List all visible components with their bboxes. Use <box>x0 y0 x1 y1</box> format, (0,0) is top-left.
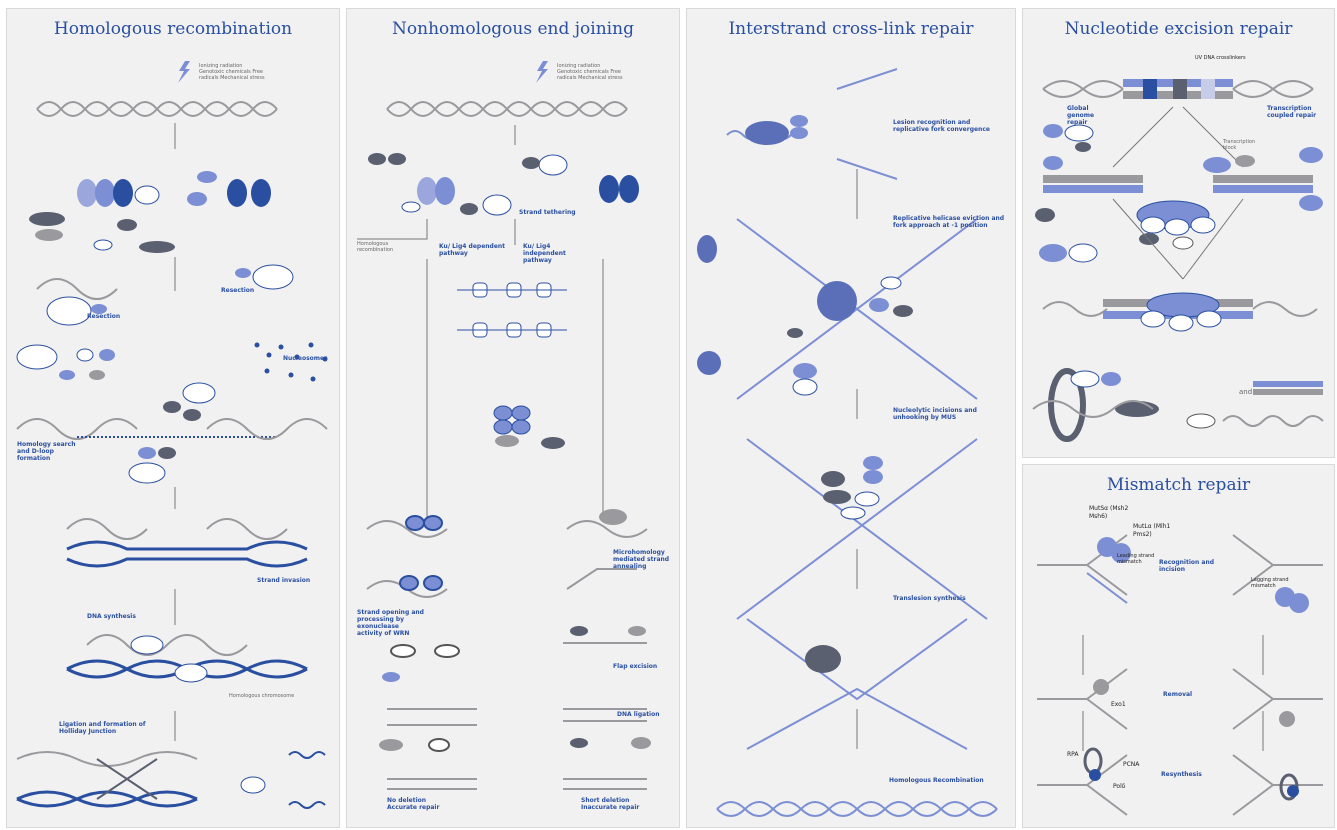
ku-dependent-label: Ku/ Lig4 dependent pathway <box>439 243 506 257</box>
tethering-proteins <box>368 153 639 216</box>
dloop-label: Homology search and D-loop formation <box>17 441 76 462</box>
strand-tethering-label: Strand tethering <box>519 209 576 216</box>
hr-diagram <box>16 61 328 809</box>
dna-top <box>1042 80 1314 98</box>
resection-label-2: Resection <box>221 287 255 294</box>
left-branch <box>366 515 477 790</box>
damage-label: Ionizing radiation Genotoxic chemicals F… <box>199 63 265 81</box>
ggr-label: Global genome repair <box>1067 105 1095 126</box>
fanconi-core-complex <box>817 281 857 321</box>
recognition-label: Recognition and incision <box>1159 559 1215 573</box>
removal-label: Removal <box>1163 691 1193 698</box>
panel-title: Homologous recombination <box>53 19 293 39</box>
dna-helix <box>36 101 278 117</box>
lightning-icon <box>178 61 190 83</box>
uv-label: UV DNA crosslinkers <box>1195 55 1246 61</box>
nucleosome-group <box>29 171 271 253</box>
homologous-recombination-label: Homologous recombination <box>357 241 394 253</box>
x-dna-1 <box>736 218 978 400</box>
tcr-proteins <box>1203 147 1323 211</box>
translesion-polymerase <box>805 645 841 673</box>
holliday-label: Ligation and formation of Holliday Junct… <box>59 721 146 735</box>
nucleosomes-label: Nucleosomes <box>283 355 328 362</box>
fork-right-1 <box>1232 534 1323 596</box>
microhomology-label: Microhomology mediated strand annealing <box>613 549 670 570</box>
strand-opening-label: Strand opening and processing by exonucl… <box>357 609 424 637</box>
lesion-label: Lesion recognition and replicative fork … <box>893 119 990 133</box>
ggr-proteins <box>1035 124 1143 263</box>
panel-title: Mismatch repair <box>1106 475 1251 495</box>
nuclease-label: Nucleolytic incisions and unhooking by M… <box>893 407 977 421</box>
mutla-label: MutLα (Mlh1 Pms2) <box>1133 523 1171 538</box>
icl-diagram <box>697 68 998 817</box>
fork-right-2 <box>1232 668 1323 730</box>
fork-left-2 <box>1037 668 1128 730</box>
tfiih-complex <box>1136 200 1216 250</box>
helicase-label: Replicative helicase eviction and fork a… <box>893 215 1005 229</box>
block-label: Transcription block <box>1223 139 1256 151</box>
damage-label: Ionizing radiation Genotoxic chemicals F… <box>557 63 623 81</box>
leading-label: Leading strand mismatch <box>1117 553 1155 565</box>
panel-ner: Nucleotide excision repair <box>1022 8 1335 458</box>
ku-complex <box>493 405 565 449</box>
panel-title: Interstrand cross-link repair <box>728 19 974 39</box>
short-deletion-label: Short deletion Inaccurate repair <box>581 797 640 811</box>
lightning-icon <box>536 61 548 83</box>
mutsa-label: MutSα (Msh2 Msh6) <box>1089 505 1129 520</box>
pold-label: Polδ <box>1113 783 1126 790</box>
ner-diagram <box>1032 79 1324 442</box>
ku-independent-label: Ku/ Lig4 independent pathway <box>523 243 566 264</box>
lagging-label: Lagging strand mismatch <box>1251 577 1289 589</box>
right-branch <box>563 509 651 790</box>
mmr-diagram <box>1037 534 1323 816</box>
rad51-complex <box>16 344 216 421</box>
x-dna-2 <box>736 438 988 620</box>
x-dna-3 <box>746 618 968 750</box>
no-deletion-label: No deletion Accurate repair <box>387 797 440 811</box>
strand-invasion-label: Strand invasion <box>257 577 311 584</box>
exo1-label: Exo1 <box>1111 701 1126 708</box>
dna-helix <box>386 101 628 117</box>
rpa-label: RPA <box>1067 751 1079 758</box>
resection-label: Resection <box>87 313 121 320</box>
fork-left-3 <box>1037 754 1128 816</box>
panel-title: Nonhomologous end joining <box>392 19 634 39</box>
hr-label: Homologous Recombination <box>889 777 984 784</box>
nucleosome-dots <box>254 342 328 382</box>
tls-label: Translesion synthesis <box>893 595 966 602</box>
pcna-ring-step <box>1032 368 1216 442</box>
strand-invasion-step <box>66 518 308 568</box>
panel-homologous-recombination: Homologous recombination <box>6 8 340 828</box>
vdj-segments <box>457 282 567 338</box>
holliday-junction <box>16 751 198 808</box>
and-label: and <box>1239 388 1253 396</box>
dna-bar-top <box>1123 79 1233 99</box>
flap-excision-label: Flap excision <box>613 663 658 670</box>
panel-mmr: Mismatch repair MutSα (Ms <box>1022 464 1335 828</box>
resynthesis-label: Resynthesis <box>1161 771 1202 778</box>
dna-synthesis-step <box>66 634 308 683</box>
panel-icl: Interstrand cross-link repair <box>686 8 1016 828</box>
panel-title: Nucleotide excision repair <box>1064 19 1293 39</box>
final-dna <box>1222 381 1324 427</box>
nhej-diagram <box>357 61 651 790</box>
homologous-chromosome-label: Homologous chromosome <box>229 693 295 699</box>
dna-ligation-label: DNA ligation <box>617 711 660 718</box>
dloop-step <box>16 418 328 484</box>
dna-synthesis-label: DNA synthesis <box>87 613 136 620</box>
outcome-icons <box>240 751 326 809</box>
tcr-label: Transcription coupled repair <box>1267 105 1317 119</box>
dna-middle <box>1042 301 1318 317</box>
pcna-label: PCNA <box>1123 761 1140 768</box>
panel-nhej: Nonhomologous end joining <box>346 8 680 828</box>
dna-helix-end <box>716 801 998 817</box>
resection-step <box>36 264 294 326</box>
fork-right-3 <box>1232 754 1323 816</box>
